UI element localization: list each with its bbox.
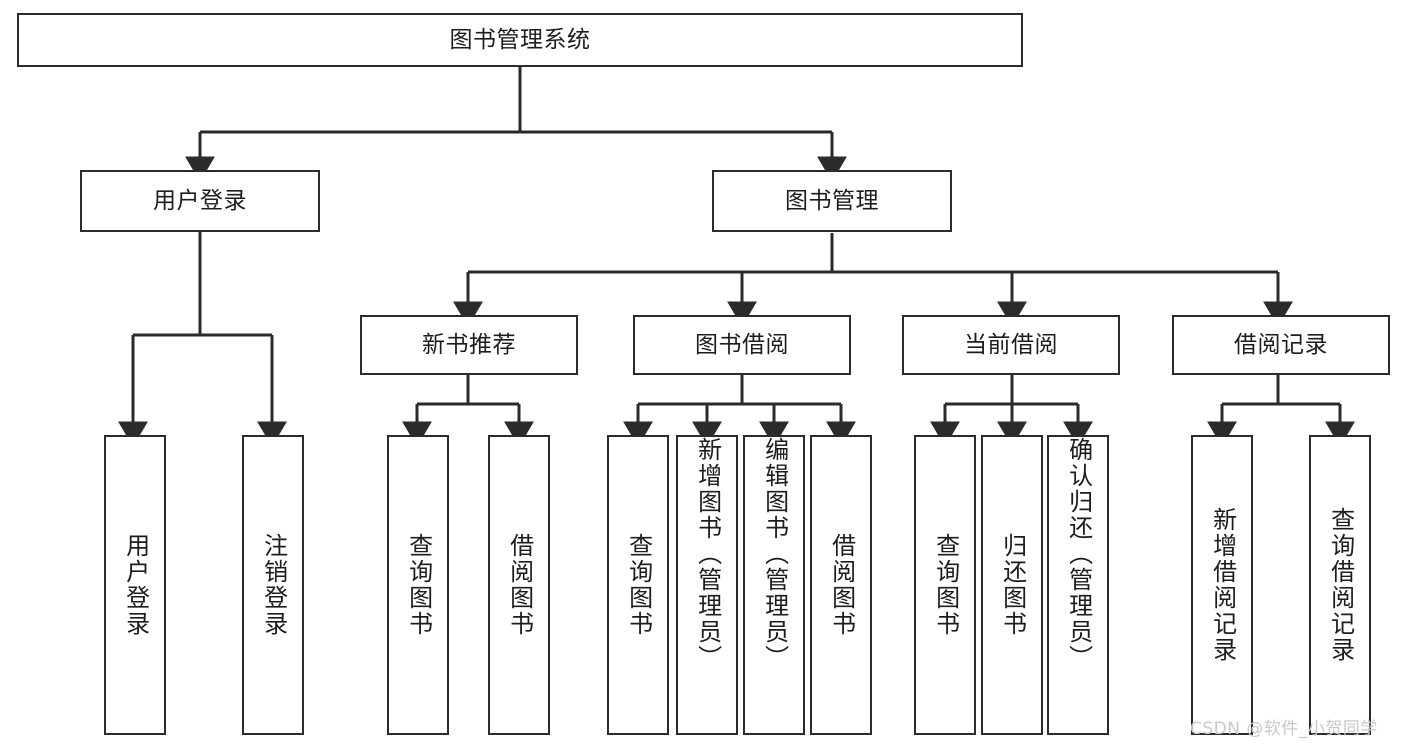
node-label: 用户登录 [121, 533, 150, 637]
node-label: 新增借阅记录 [1208, 507, 1237, 663]
node-label: 查询图书 [404, 533, 433, 637]
leaf-borrow-record-add-record[interactable]: 新增借阅记录 [1191, 435, 1253, 735]
node-book-management[interactable]: 图书管理 [712, 170, 952, 232]
node-label: 借阅记录 [1234, 331, 1328, 358]
leaf-new-book-borrow-book[interactable]: 借阅图书 [488, 435, 550, 735]
leaf-current-borrow-return-book[interactable]: 归还图书 [981, 435, 1043, 735]
node-new-book-recommend[interactable]: 新书推荐 [360, 315, 578, 375]
node-label: 确认归还（管理员） [1064, 437, 1093, 671]
node-label: 新书推荐 [422, 331, 516, 358]
node-label: 注销登录 [259, 533, 288, 637]
node-book-borrow[interactable]: 图书借阅 [633, 315, 851, 375]
leaf-book-borrow-query-book[interactable]: 查询图书 [607, 435, 669, 735]
node-label: 查询借阅记录 [1326, 507, 1355, 663]
node-label: 新增图书（管理员） [693, 437, 722, 671]
node-user-login[interactable]: 用户登录 [80, 170, 320, 232]
node-label: 图书管理 [785, 187, 879, 214]
node-label: 查询图书 [624, 533, 653, 637]
leaf-new-book-query-book[interactable]: 查询图书 [387, 435, 449, 735]
leaf-user-login-login[interactable]: 用户登录 [104, 435, 166, 735]
leaf-book-borrow-borrow-book[interactable]: 借阅图书 [810, 435, 872, 735]
node-root[interactable]: 图书管理系统 [17, 13, 1023, 67]
leaf-current-borrow-confirm-return[interactable]: 确认归还（管理员） [1047, 435, 1109, 735]
leaf-book-borrow-add-book[interactable]: 新增图书（管理员） [676, 435, 738, 735]
node-current-borrow[interactable]: 当前借阅 [902, 315, 1120, 375]
leaf-current-borrow-query-book[interactable]: 查询图书 [914, 435, 976, 735]
node-label: 当前借阅 [964, 331, 1058, 358]
node-label: 图书管理系统 [449, 26, 591, 53]
node-label: 查询图书 [931, 533, 960, 637]
watermark: CSDN @软件_小贺同学 [1190, 719, 1378, 739]
node-borrow-record[interactable]: 借阅记录 [1172, 315, 1390, 375]
node-label: 归还图书 [998, 533, 1027, 637]
node-label: 用户登录 [153, 187, 247, 214]
node-label: 借阅图书 [505, 533, 534, 637]
node-label: 借阅图书 [827, 533, 856, 637]
node-label: 图书借阅 [695, 331, 789, 358]
leaf-book-borrow-edit-book[interactable]: 编辑图书（管理员） [743, 435, 805, 735]
leaf-user-login-logout[interactable]: 注销登录 [242, 435, 304, 735]
leaf-borrow-record-query-record[interactable]: 查询借阅记录 [1309, 435, 1371, 735]
node-label: 编辑图书（管理员） [760, 437, 789, 671]
